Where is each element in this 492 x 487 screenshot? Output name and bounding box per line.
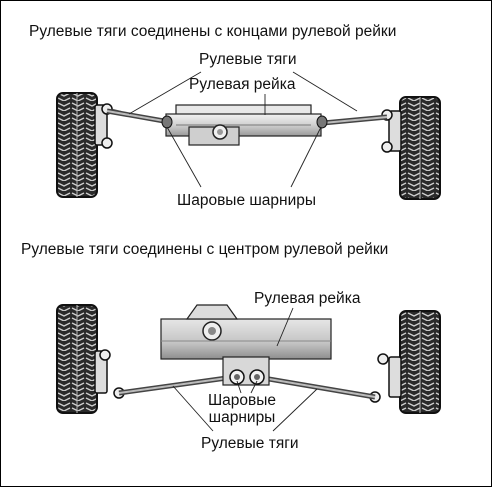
diagram2-ball-joints-label-line2: шарниры bbox=[207, 409, 277, 427]
diagram2-title: Рулевые тяги соединены с центром рулевой… bbox=[21, 241, 388, 259]
diagram1-ball-joints-label: Шаровые шарниры bbox=[177, 192, 316, 210]
diagram1-right-wheel bbox=[400, 97, 440, 199]
diagram2-right-wheel bbox=[400, 311, 440, 413]
diagram2-ball-joints-label-line1: Шаровые bbox=[207, 392, 277, 410]
diagram1-title: Рулевые тяги соединены с концами рулевой… bbox=[29, 23, 396, 41]
diagram2-tie-rods-label: Рулевые тяги bbox=[201, 435, 299, 453]
diagram1-tie-rods-label: Рулевые тяги bbox=[199, 51, 297, 69]
diagram1-steering-rack bbox=[162, 105, 327, 145]
diagram2-steering-rack bbox=[161, 305, 331, 385]
diagram1-left-tie-rod bbox=[107, 111, 164, 121]
diagram1-right-tie-rod bbox=[323, 117, 387, 123]
diagram2-left-wheel bbox=[57, 305, 97, 413]
diagram1-rack-label: Рулевая рейка bbox=[189, 76, 295, 94]
diagram2-rack-label: Рулевая рейка bbox=[254, 290, 360, 308]
diagram1-left-wheel bbox=[57, 93, 97, 197]
